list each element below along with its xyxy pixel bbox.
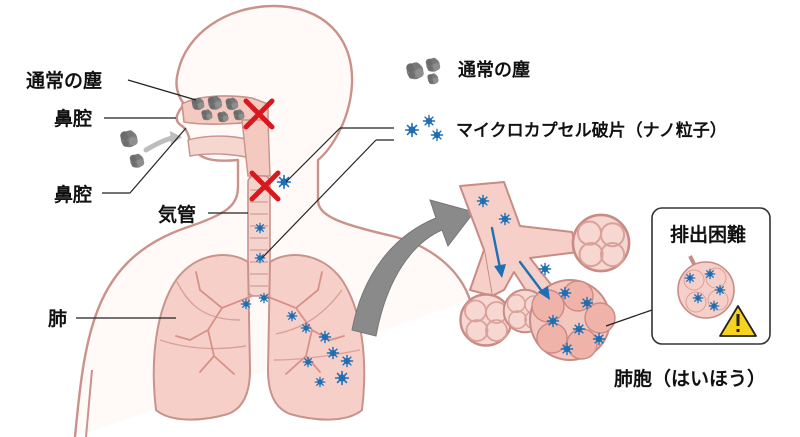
- legend-dust-icon: [406, 57, 441, 85]
- x-mark-icon: [243, 98, 275, 130]
- label-lung: 肺: [48, 308, 68, 330]
- legend-nano-icon: [404, 114, 444, 142]
- label-alveoli: 肺胞（はいほう）: [614, 368, 767, 390]
- x-mark-icon: [249, 170, 281, 202]
- flow-arrow-icon: [490, 226, 546, 296]
- left-lung: [152, 254, 253, 421]
- legend-microcapsule: マイクロカプセル破片（ナノ粒子）: [456, 121, 727, 141]
- legend-normal-dust: 通常の塵: [458, 60, 530, 81]
- warning-icon: [719, 305, 757, 337]
- label-nasal-cavity-top: 鼻腔: [54, 108, 93, 130]
- trachea: [247, 175, 271, 297]
- label-trachea: 気管: [158, 204, 197, 226]
- mini-alveoli: [677, 255, 735, 319]
- label-normal-dust: 通常の塵: [26, 70, 103, 92]
- label-nasal-cavity-bottom: 鼻腔: [54, 184, 93, 206]
- leader-lines: [76, 79, 394, 319]
- inhale-arrow-icon: [143, 131, 182, 153]
- difficulty-callout: [605, 207, 771, 345]
- label-difficulty: 排出困難: [670, 224, 747, 246]
- bronchiole-enlarged: [459, 181, 631, 361]
- inhaled-dust: [120, 130, 145, 168]
